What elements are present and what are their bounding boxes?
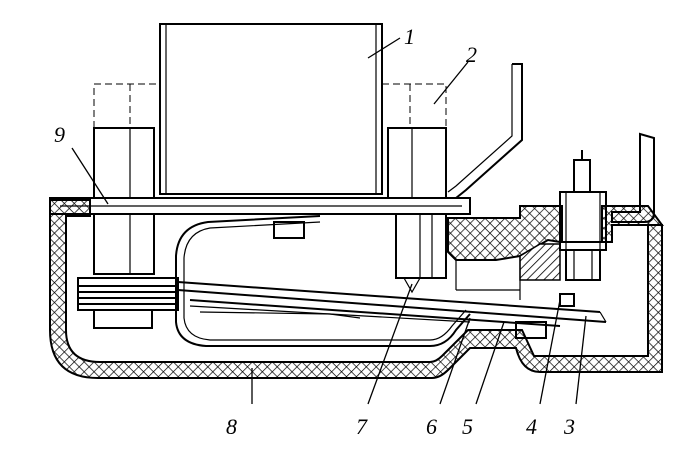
left-pole-lower [93, 213, 155, 275]
adjust-screw-tip [565, 249, 601, 281]
terminal-lead [440, 63, 523, 199]
contact-spring-mid [177, 289, 607, 323]
spring-clamp-block [77, 277, 179, 311]
base-plate [49, 197, 471, 215]
callout-6: 6 [426, 414, 437, 439]
callout-2: 2 [466, 42, 477, 67]
flex-lead-loop [175, 215, 471, 347]
callout-7: 7 [356, 414, 368, 439]
clamp-foot [93, 309, 153, 329]
right-bracket [611, 132, 655, 223]
yoke-outline [93, 83, 447, 128]
leader-lines [71, 37, 587, 405]
contact-spring-lower [189, 299, 561, 327]
moving-contact [559, 293, 575, 307]
adjust-screw-top [573, 159, 591, 193]
callout-5: 5 [462, 414, 473, 439]
armature [402, 277, 422, 294]
callout-9: 9 [54, 122, 65, 147]
coil [159, 23, 383, 195]
right-pole [387, 127, 447, 199]
housing-base [49, 199, 663, 379]
lead-clamp [273, 221, 305, 239]
right-pole-lower [395, 213, 447, 279]
fixed-contact [515, 321, 547, 339]
callout-3: 3 [563, 414, 575, 439]
callout-1: 1 [404, 24, 415, 49]
left-pole [93, 127, 155, 199]
contact-spring-upper [177, 281, 601, 313]
housing-top-right [447, 205, 664, 261]
callout-8: 8 [226, 414, 237, 439]
callout-4: 4 [526, 414, 537, 439]
